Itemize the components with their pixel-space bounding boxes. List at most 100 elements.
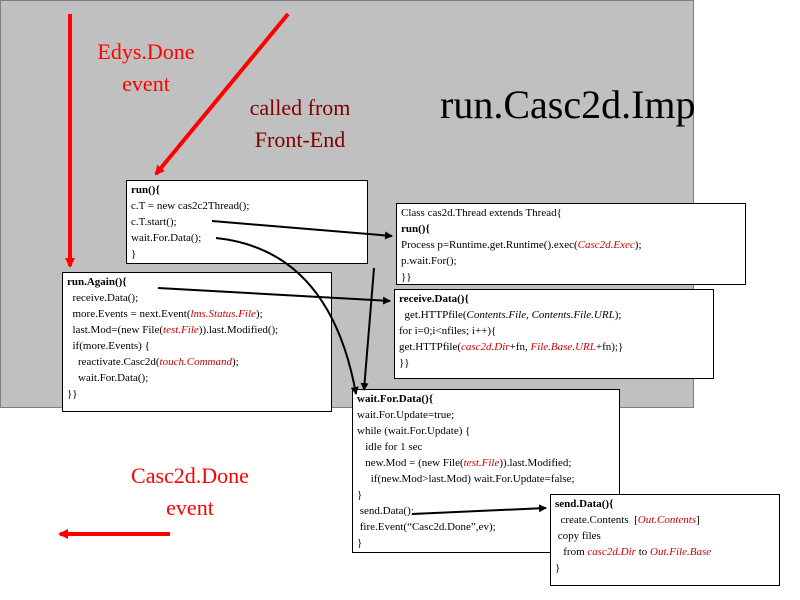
- code-line: }}: [401, 269, 741, 284]
- send-data-method-box: send.Data(){ create.Contents [Out.Conten…: [550, 494, 780, 586]
- code-line: }: [357, 487, 615, 503]
- code-line: Class cas2d.Thread extends Thread{: [401, 205, 741, 221]
- code-line: from casc2d.Dir to Out.File.Base: [555, 544, 775, 560]
- page-title: run.Casc2d.Imp: [440, 82, 696, 127]
- code-token: to: [635, 546, 651, 558]
- code-token: run(){: [401, 223, 430, 235]
- code-token: wait.For.Update=true;: [357, 409, 455, 421]
- code-token: Out.File.Base: [650, 546, 712, 558]
- code-token: Contents.File, Contents.File.URL: [466, 309, 615, 321]
- code-line: run.Again(){: [67, 274, 327, 290]
- cas2d-thread-class-box: Class cas2d.Thread extends Thread{ run(){…: [396, 203, 746, 285]
- code-line: receive.Data(){: [399, 291, 709, 307]
- code-line: wait.For.Data();: [67, 370, 327, 386]
- casc2d-done-line-2: event: [166, 495, 214, 520]
- run-method-box: run(){ c.T = new cas2c2Thread(); c.T.start…: [126, 180, 368, 264]
- code-token: if(new.Mod>last.Mod) wait.For.Update=fal…: [357, 473, 575, 485]
- code-token: )).last.Modified();: [198, 324, 279, 336]
- code-token: c.T.start();: [131, 216, 177, 228]
- code-line: new.Mod = (new File(test.File)).last.Mod…: [357, 455, 615, 471]
- code-token: c.T = new cas2c2Thread();: [131, 200, 250, 212]
- code-token: );: [231, 356, 239, 368]
- code-token: }}: [67, 388, 78, 400]
- code-token: run(){: [131, 184, 160, 196]
- code-token: test.File: [463, 457, 500, 469]
- code-line: idle for 1 sec: [357, 439, 615, 455]
- code-line: }: [555, 560, 775, 576]
- edys-done-event-label: Edys.Done event: [80, 36, 212, 100]
- code-line: }: [131, 246, 363, 262]
- code-line: copy files: [555, 528, 775, 544]
- code-token: test.File: [163, 324, 199, 336]
- code-token: casc2d.Dir: [587, 546, 636, 558]
- code-token: wait.For.Data(){: [357, 393, 434, 405]
- code-token: Process p=Runtime.get.Runtime().exec(: [401, 239, 578, 251]
- called-from-line-2: Front-End: [254, 127, 346, 152]
- code-line: reactivate.Casc2d(touch.Command);: [67, 354, 327, 370]
- code-token: wait.For.Data();: [67, 372, 149, 384]
- wait-for-data-method-box: wait.For.Data(){ wait.For.Update=true; whi…: [352, 389, 620, 553]
- edys-done-line-2: event: [122, 71, 170, 96]
- code-token: send.Data(){: [555, 498, 614, 510]
- code-token: wait.For.Data();: [131, 232, 202, 244]
- code-line: send.Data(){: [555, 496, 775, 512]
- code-line: get.HTTPfile(Contents.File, Contents.Fil…: [399, 307, 709, 323]
- code-token: get.HTTPfile(: [399, 341, 462, 353]
- code-token: }: [131, 248, 137, 260]
- code-line: create.Contents [Out.Contents]: [555, 512, 775, 528]
- receive-data-method-box: receive.Data(){ get.HTTPfile(Contents.Fi…: [394, 289, 714, 379]
- code-line: if(more.Events) {: [67, 338, 327, 354]
- code-line: for i=0;i<nfiles; i++){: [399, 323, 709, 339]
- code-token: }}: [401, 271, 412, 283]
- code-token: p.wait.For();: [401, 255, 457, 267]
- code-token: for i=0;i<nfiles; i++){: [399, 325, 497, 337]
- code-token: );: [634, 239, 642, 251]
- code-token: create.Contents [: [555, 514, 638, 526]
- code-token: more.Events = next.Event(: [67, 308, 191, 320]
- code-line: }}: [399, 355, 709, 371]
- code-line: fire.Event(“Casc2d.Done”,ev);: [357, 519, 615, 535]
- code-token: Casc2d.Exec: [577, 239, 635, 251]
- code-line: c.T = new cas2c2Thread();: [131, 198, 363, 214]
- code-line: get.HTTPfile(casc2d.Dir+fn, File.Base.UR…: [399, 339, 709, 355]
- code-line: p.wait.For();: [401, 253, 741, 269]
- code-token: ]: [696, 514, 700, 526]
- code-token: while (wait.For.Update) {: [357, 425, 471, 437]
- code-token: run.Again(){: [67, 276, 127, 288]
- code-token: send.Data();: [357, 505, 414, 517]
- called-from-line-1: called from: [249, 95, 351, 120]
- code-token: new.Mod = (new File(: [357, 457, 464, 469]
- code-token: casc2d.Dir: [461, 341, 510, 353]
- code-token: +fn);}: [595, 341, 624, 353]
- code-token: reactivate.Casc2d(: [67, 356, 160, 368]
- code-token: lms.Status.File: [190, 308, 256, 320]
- code-line: Process p=Runtime.get.Runtime().exec(Cas…: [401, 237, 741, 253]
- code-token: }: [357, 537, 363, 549]
- code-token: from: [555, 546, 588, 558]
- edys-done-line-1: Edys.Done: [97, 39, 195, 64]
- code-line: run(){: [131, 182, 363, 198]
- code-token: touch.Command: [159, 356, 232, 368]
- code-line: wait.For.Update=true;: [357, 407, 615, 423]
- code-token: Out.Contents: [637, 514, 697, 526]
- code-token: +fn,: [509, 341, 531, 353]
- code-line: last.Mod=(new File(test.File)).last.Modi…: [67, 322, 327, 338]
- code-line: send.Data();: [357, 503, 615, 519]
- code-token: if(more.Events) {: [67, 340, 150, 352]
- called-from-front-end-label: called from Front-End: [232, 92, 368, 156]
- code-line: wait.For.Data(){: [357, 391, 615, 407]
- code-line: }}: [67, 386, 327, 402]
- code-line: if(new.Mod>last.Mod) wait.For.Update=fal…: [357, 471, 615, 487]
- run-again-method-box: run.Again(){ receive.Data(); more.Events…: [62, 272, 332, 412]
- code-token: File.Base.URL: [530, 341, 596, 353]
- code-token: }: [357, 489, 363, 501]
- casc2d-done-event-label: Casc2d.Done event: [112, 460, 268, 524]
- code-line: while (wait.For.Update) {: [357, 423, 615, 439]
- code-token: idle for 1 sec: [357, 441, 423, 453]
- code-line: wait.For.Data();: [131, 230, 363, 246]
- code-token: receive.Data();: [67, 292, 139, 304]
- casc2d-done-line-1: Casc2d.Done: [131, 463, 249, 488]
- code-token: }: [555, 562, 561, 574]
- code-token: );: [255, 308, 263, 320]
- code-token: receive.Data(){: [399, 293, 469, 305]
